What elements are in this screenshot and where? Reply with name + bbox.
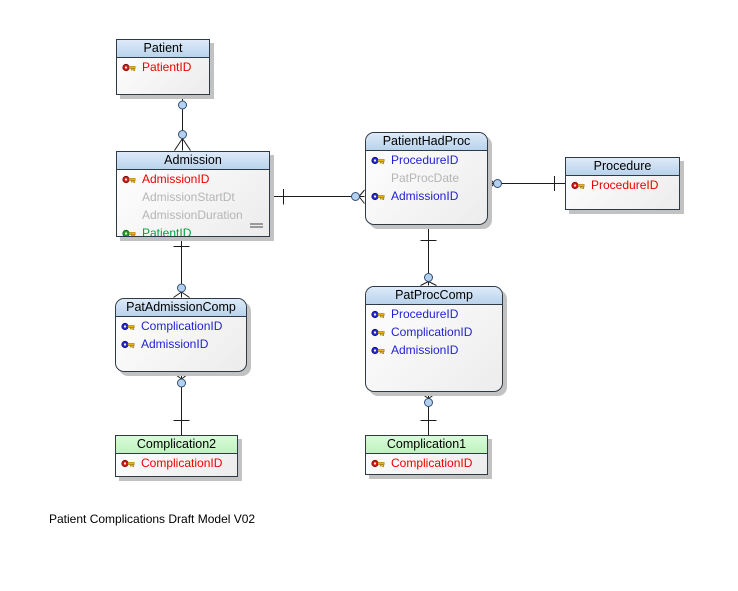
- primary-key-icon: [122, 175, 136, 183]
- column-name: AdmissionStartDt: [142, 190, 235, 204]
- zero-cardinality-marker: [424, 398, 433, 407]
- foreign-key-icon: [371, 346, 385, 354]
- column-row: ProcedureID: [366, 305, 502, 323]
- zero-cardinality-marker: [493, 179, 502, 188]
- foreign-key-icon: [121, 340, 135, 348]
- entity-patienthadproc-title: PatientHadProc: [366, 133, 487, 151]
- column-name: ComplicationID: [391, 325, 473, 339]
- entity-complication1-title: Complication1: [366, 436, 487, 454]
- column-row: PatientID: [117, 58, 209, 76]
- foreign-key-icon: [371, 328, 385, 336]
- column-row: ProcedureID: [566, 176, 679, 194]
- entity-complication1[interactable]: Complication1 ComplicationID: [365, 435, 488, 475]
- column-name: ComplicationID: [141, 319, 223, 333]
- column-row: ProcedureID: [366, 151, 487, 169]
- column-row: ComplicationID: [366, 323, 502, 341]
- column-row: AdmissionStartDt: [117, 188, 269, 206]
- column-row: AdmissionID: [366, 187, 487, 205]
- column-name: ProcedureID: [391, 153, 459, 167]
- column-row: ComplicationID: [116, 454, 237, 472]
- entity-complication2-title: Complication2: [116, 436, 237, 454]
- column-row: ComplicationID: [116, 317, 246, 335]
- relationship-admission-patienthadproc[interactable]: [270, 189, 365, 205]
- column-name: PatientID: [142, 60, 192, 74]
- relationship-patienthadproc-patproccomp[interactable]: [420, 225, 437, 286]
- column-name: AdmissionID: [141, 337, 209, 351]
- column-name: ProcedureID: [391, 307, 459, 321]
- primary-key-icon: [571, 181, 585, 189]
- zero-cardinality-marker: [351, 192, 360, 201]
- primary-key-icon: [122, 63, 136, 71]
- entity-admission-title: Admission: [117, 152, 269, 170]
- column-row: ComplicationID: [366, 454, 487, 472]
- relationship-complication2-patadmissioncomp[interactable]: [173, 372, 190, 435]
- zero-cardinality-marker: [177, 378, 186, 388]
- column-name: ComplicationID: [141, 456, 223, 470]
- relationship-complication1-patproccomp[interactable]: [420, 392, 437, 435]
- entity-patienthadproc[interactable]: PatientHadProc ProcedureID PatProcDate A…: [365, 132, 488, 225]
- primary-key-icon: [371, 459, 385, 467]
- primary-key-icon: [121, 459, 135, 467]
- zero-cardinality-marker: [178, 100, 187, 110]
- entity-patient-title: Patient: [117, 40, 209, 58]
- more-content-indicator[interactable]: [250, 223, 263, 228]
- entity-admission[interactable]: Admission AdmissionID AdmissionStartDt A…: [116, 151, 270, 237]
- entity-patadmissioncomp-title: PatAdmissionComp: [116, 299, 246, 317]
- entity-patproccomp[interactable]: PatProcComp ProcedureID ComplicationID A…: [365, 286, 503, 392]
- column-name: ComplicationID: [391, 456, 473, 470]
- diagram-caption: Patient Complications Draft Model V02: [49, 512, 256, 526]
- entity-complication2[interactable]: Complication2 ComplicationID: [115, 435, 238, 477]
- column-row: AdmissionID: [366, 341, 502, 359]
- relationship-admission-patadmissioncomp[interactable]: [173, 237, 190, 298]
- foreign-key-icon: [371, 310, 385, 318]
- column-row: PatProcDate: [366, 169, 487, 187]
- entity-patadmissioncomp[interactable]: PatAdmissionComp ComplicationID Admissio…: [115, 298, 247, 372]
- entity-procedure[interactable]: Procedure ProcedureID: [565, 157, 680, 210]
- column-row: PatientID: [117, 224, 269, 237]
- entity-procedure-title: Procedure: [566, 158, 679, 176]
- column-name: PatProcDate: [391, 171, 460, 185]
- entity-patient[interactable]: Patient PatientID: [116, 39, 210, 95]
- column-name: AdmissionID: [142, 172, 210, 186]
- zero-cardinality-marker: [177, 283, 186, 293]
- column-row: AdmissionID: [117, 170, 269, 188]
- column-name: ProcedureID: [591, 178, 659, 192]
- column-name: AdmissionID: [391, 343, 459, 357]
- relationship-procedure-patienthadproc[interactable]: [488, 176, 566, 191]
- foreign-key-icon: [371, 192, 385, 200]
- foreign-key-icon: [371, 156, 385, 164]
- column-name: AdmissionDuration: [142, 208, 243, 222]
- zero-cardinality-marker: [424, 273, 433, 282]
- column-name: PatientID: [142, 226, 192, 237]
- entity-patproccomp-title: PatProcComp: [366, 287, 502, 305]
- relationship-patient-admission[interactable]: [174, 95, 191, 151]
- zero-cardinality-marker: [178, 130, 187, 139]
- foreign-key-icon: [121, 322, 135, 330]
- foreign-key-icon: [122, 229, 136, 236]
- column-row: AdmissionDuration: [117, 206, 269, 224]
- column-name: AdmissionID: [391, 189, 459, 203]
- column-row: AdmissionID: [116, 335, 246, 353]
